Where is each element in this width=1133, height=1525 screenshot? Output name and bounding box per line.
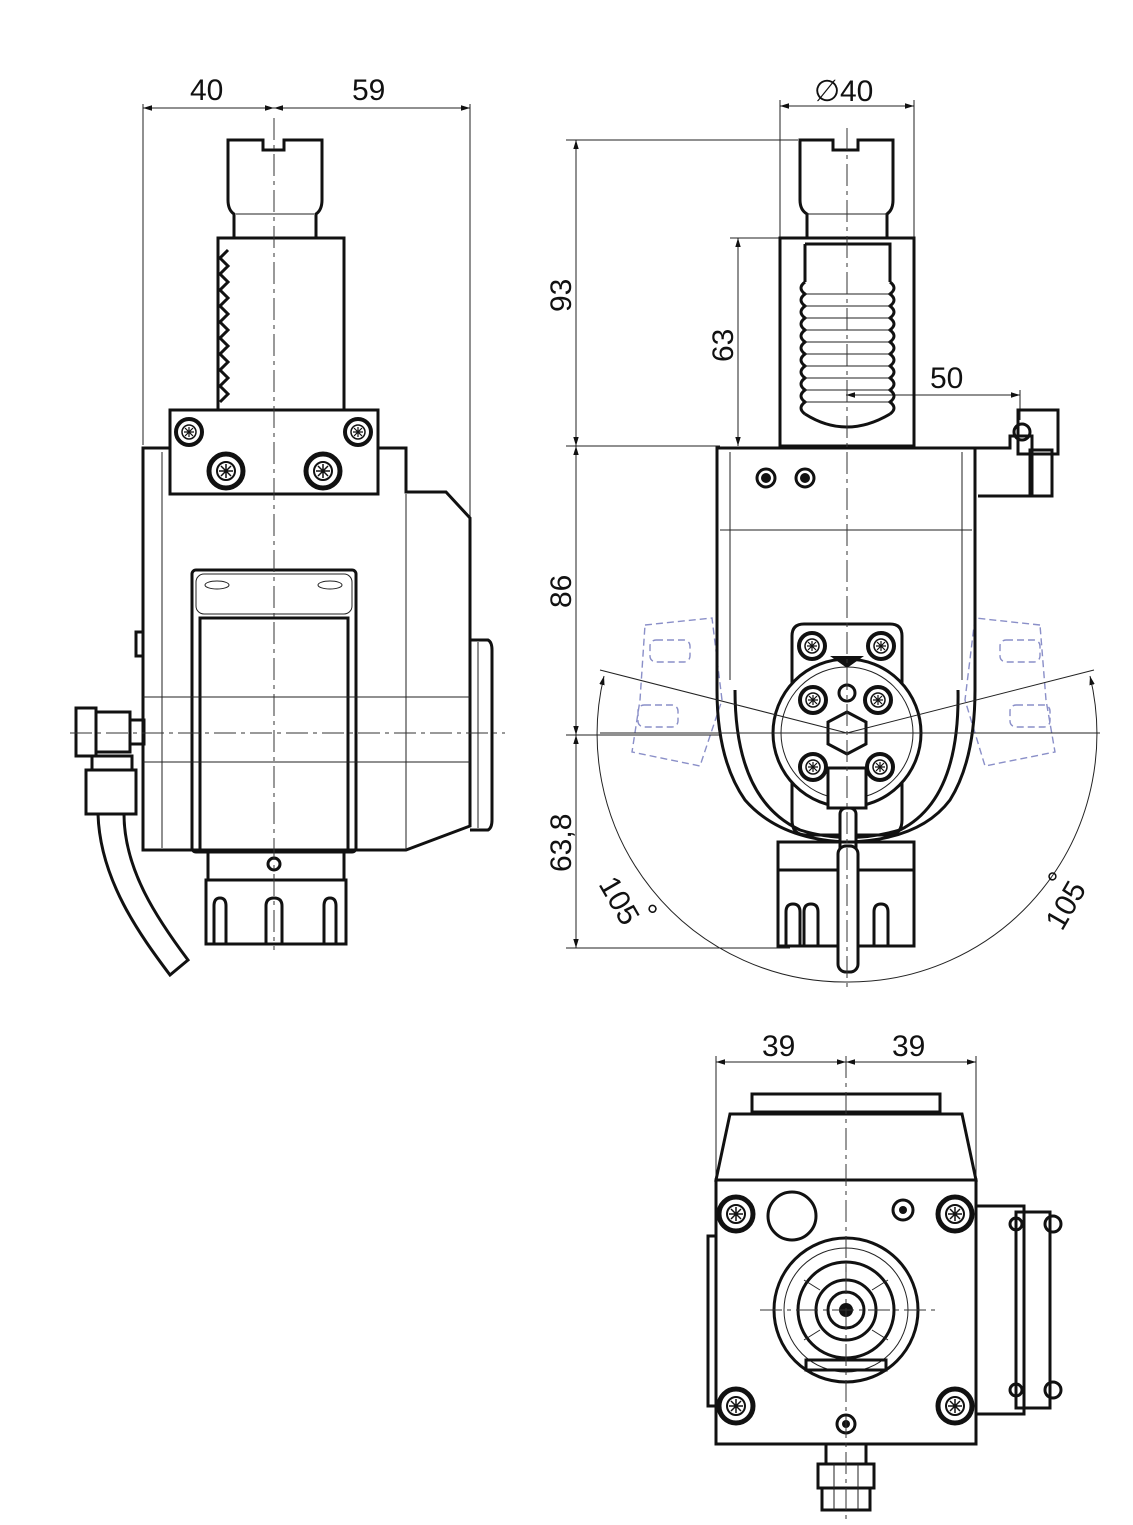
dim-label-diameter-symbol: ∅ bbox=[814, 75, 840, 108]
dim-label-63-8: 63,8 bbox=[545, 814, 578, 872]
side-view-coolant-hose bbox=[74, 706, 191, 978]
dim-label-side-right: 59 bbox=[352, 74, 385, 107]
diameter-dimension: ∅ 40 bbox=[779, 75, 915, 238]
bottom-view: 39 39 bbox=[706, 1030, 1063, 1520]
dim-label-bottom-left: 39 bbox=[762, 1030, 795, 1063]
dim-label-diameter: 40 bbox=[840, 75, 873, 108]
front-view: ∅ 40 93 63 86 63,8 50 bbox=[545, 75, 1100, 990]
dim-label-63: 63 bbox=[707, 329, 740, 362]
bottom-view-width-dimension: 39 39 bbox=[715, 1030, 977, 1180]
dim-label-side-left: 40 bbox=[190, 74, 223, 107]
dim-label-50: 50 bbox=[930, 362, 963, 395]
front-view-coolant-bracket bbox=[975, 408, 1060, 498]
swivel-ghost-outline bbox=[631, 617, 1056, 767]
coolant-offset-dimension: 50 bbox=[846, 362, 1021, 420]
dim-label-93: 93 bbox=[545, 279, 578, 312]
dim-label-86: 86 bbox=[545, 575, 578, 608]
side-view-shank bbox=[216, 138, 346, 412]
bottom-view-body bbox=[706, 1092, 1063, 1512]
front-view-collet-nut bbox=[776, 840, 916, 974]
side-view-width-dimension: 40 59 bbox=[142, 74, 471, 520]
vertical-dimensions: 93 63 86 63,8 bbox=[545, 139, 800, 949]
side-view: 40 59 bbox=[70, 74, 505, 978]
dim-label-bottom-right: 39 bbox=[892, 1030, 925, 1063]
side-view-collet-nut bbox=[204, 850, 348, 946]
side-view-body bbox=[134, 446, 494, 854]
